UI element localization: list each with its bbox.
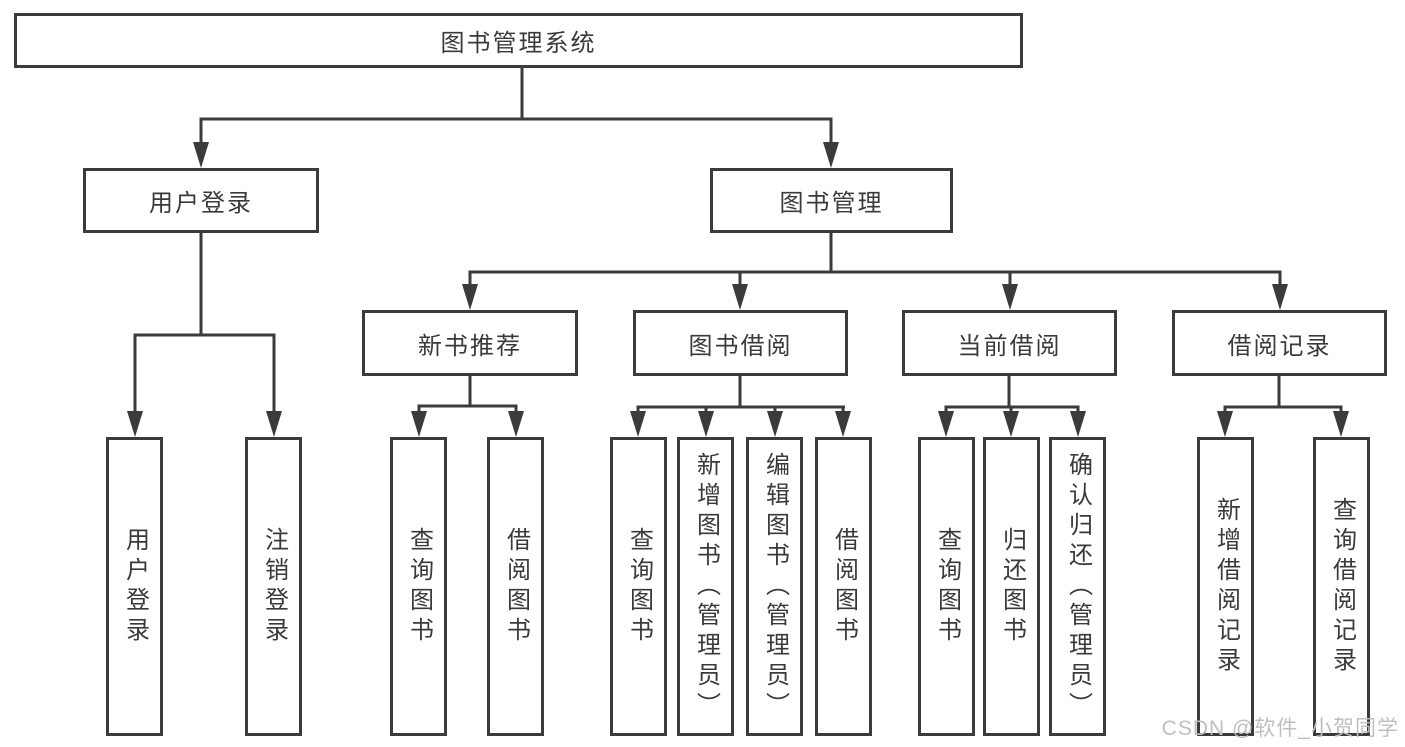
leaf-current-confirm-return-admin: 确认归还（管理员） — [1049, 437, 1106, 736]
node-new-book-recommendation: 新书推荐 — [362, 310, 578, 376]
leaf-borrow-query-books: 查询图书 — [610, 437, 667, 736]
node-book-borrowing: 图书借阅 — [633, 310, 848, 376]
leaf-records-query-borrow-record: 查询借阅记录 — [1313, 437, 1370, 736]
node-book-management: 图书管理 — [710, 168, 953, 233]
node-borrowing-records: 借阅记录 — [1172, 310, 1387, 376]
leaf-borrow-edit-books-admin: 编辑图书（管理员） — [746, 437, 803, 736]
leaf-borrow-borrow-books: 借阅图书 — [815, 437, 872, 736]
leaf-records-add-borrow-record: 新增借阅记录 — [1197, 437, 1254, 736]
leaf-newbooks-query-books: 查询图书 — [390, 437, 447, 736]
leaf-user-login: 用户登录 — [106, 437, 163, 736]
node-library-management-system: 图书管理系统 — [14, 13, 1023, 68]
leaf-logout: 注销登录 — [245, 437, 302, 736]
node-user-login: 用户登录 — [83, 168, 319, 233]
leaf-borrow-add-books-admin: 新增图书（管理员） — [677, 437, 734, 736]
leaf-current-return-books: 归还图书 — [983, 437, 1040, 736]
leaf-current-query-books: 查询图书 — [918, 437, 975, 736]
node-current-borrowing: 当前借阅 — [902, 310, 1117, 376]
csdn-watermark: CSDN @软件_小贺同学 — [1161, 717, 1399, 740]
leaf-newbooks-borrow-books: 借阅图书 — [487, 437, 544, 736]
